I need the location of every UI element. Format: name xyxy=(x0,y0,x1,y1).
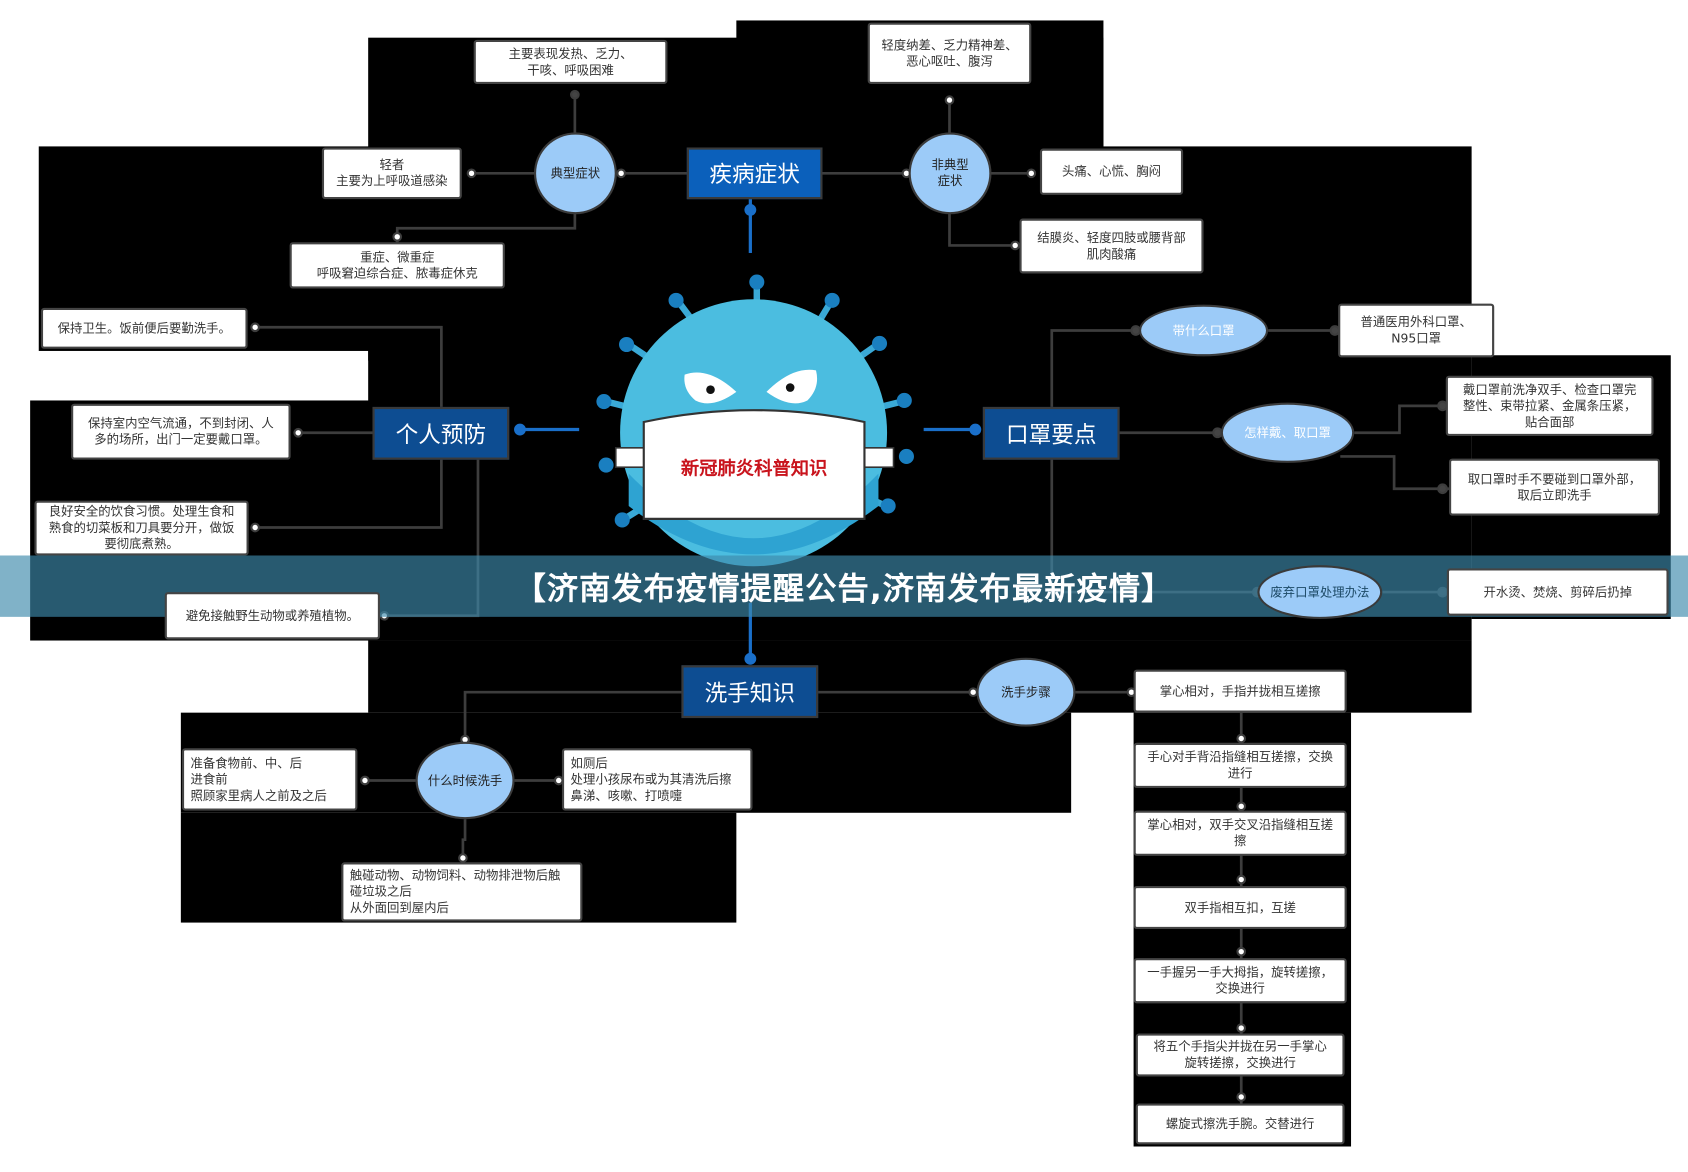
node-which-mask[interactable]: 带什么口罩 xyxy=(1138,304,1269,357)
mask-wear-box: 戴口罩前洗净双手、检查口罩完 整性、束带拉紧、金属条压紧， 贴合面部 xyxy=(1445,375,1654,436)
typical-main-box: 主要表现发热、乏力、 干咳、呼吸困难 xyxy=(473,39,668,84)
mask-remove-box: 取口罩时手不要碰到口罩外部， 取后立即洗手 xyxy=(1449,458,1661,516)
wash-step: 掌心相对，双手交叉沿指缝相互搓 擦 xyxy=(1133,810,1347,856)
typical-mild-box: 轻者 主要为上呼吸道感染 xyxy=(321,147,462,200)
prevention-item: 保持卫生。饭前便后要勤洗手。 xyxy=(40,307,248,349)
when-wash-b: 如厕后 处理小孩尿布或为其清洗后擦 鼻涕、咳嗽、打喷嚏 xyxy=(561,748,753,811)
prevention-item: 保持室内空气流通，不到封闭、人 多的场所，出门一定要戴口罩。 xyxy=(71,403,291,460)
virus-mascot-illustration xyxy=(596,274,914,567)
topic-prevention[interactable]: 个人预防 xyxy=(372,406,510,460)
wash-step: 将五个手指尖并拢在另一手掌心 旋转搓擦，交换进行 xyxy=(1135,1033,1345,1077)
topic-symptoms[interactable]: 疾病症状 xyxy=(686,147,823,200)
node-typical-symptoms[interactable]: 典型症状 xyxy=(533,132,617,215)
node-wash-steps[interactable]: 洗手步骤 xyxy=(976,657,1076,727)
topic-handwash[interactable]: 洗手知识 xyxy=(681,665,819,719)
wash-step: 掌心相对，手指并拢相互搓擦 xyxy=(1133,669,1347,713)
atypical-a-box: 轻度纳差、乏力精神差、 恶心呕吐、腹泻 xyxy=(867,22,1032,84)
atypical-c-box: 结膜炎、轻度四肢或腰背部 肌肉酸痛 xyxy=(1019,218,1204,274)
mask-dispose-answer: 开水烫、焚烧、剪碎后扔掉 xyxy=(1446,568,1669,616)
atypical-b-box: 头痛、心慌、胸闷 xyxy=(1039,148,1184,195)
node-atypical-symptoms[interactable]: 非典型 症状 xyxy=(908,132,992,215)
node-how-mask[interactable]: 怎样戴、取口罩 xyxy=(1220,402,1355,463)
wash-step: 双手指相互扣，互搓 xyxy=(1133,885,1347,930)
when-wash-a: 准备食物前、中、后 进食前 照顾家里病人之前及之后 xyxy=(181,748,358,811)
typical-severe-box: 重症、微重症 呼吸窘迫综合症、脓毒症休克 xyxy=(289,242,505,289)
topic-mask[interactable]: 口罩要点 xyxy=(982,406,1120,460)
wash-step: 一手握另一手大拇指，旋转搓擦， 交换进行 xyxy=(1133,958,1347,1004)
node-dispose-mask[interactable]: 废弃口罩处理办法 xyxy=(1257,565,1383,620)
prevention-item: 避免接触野生动物或养殖植物。 xyxy=(164,592,381,640)
center-title: 新冠肺炎科普知识 xyxy=(680,458,828,481)
node-when-wash[interactable]: 什么时候洗手 xyxy=(415,741,515,820)
when-wash-c: 触碰动物、动物饲料、动物排泄物后触 碰垃圾之后 从外面回到屋内后 xyxy=(341,862,583,922)
wash-step: 螺旋式擦洗手腕。交替进行 xyxy=(1135,1103,1345,1145)
wash-step: 手心对手背沿指缝相互搓擦，交换 进行 xyxy=(1133,742,1347,789)
mask-which-answer: 普通医用外科口罩、 N95口罩 xyxy=(1338,303,1495,358)
prevention-item: 良好安全的饮食习惯。处理生食和 熟食的切菜板和刀具要分开，做饭 要彻底煮熟。 xyxy=(34,500,249,556)
